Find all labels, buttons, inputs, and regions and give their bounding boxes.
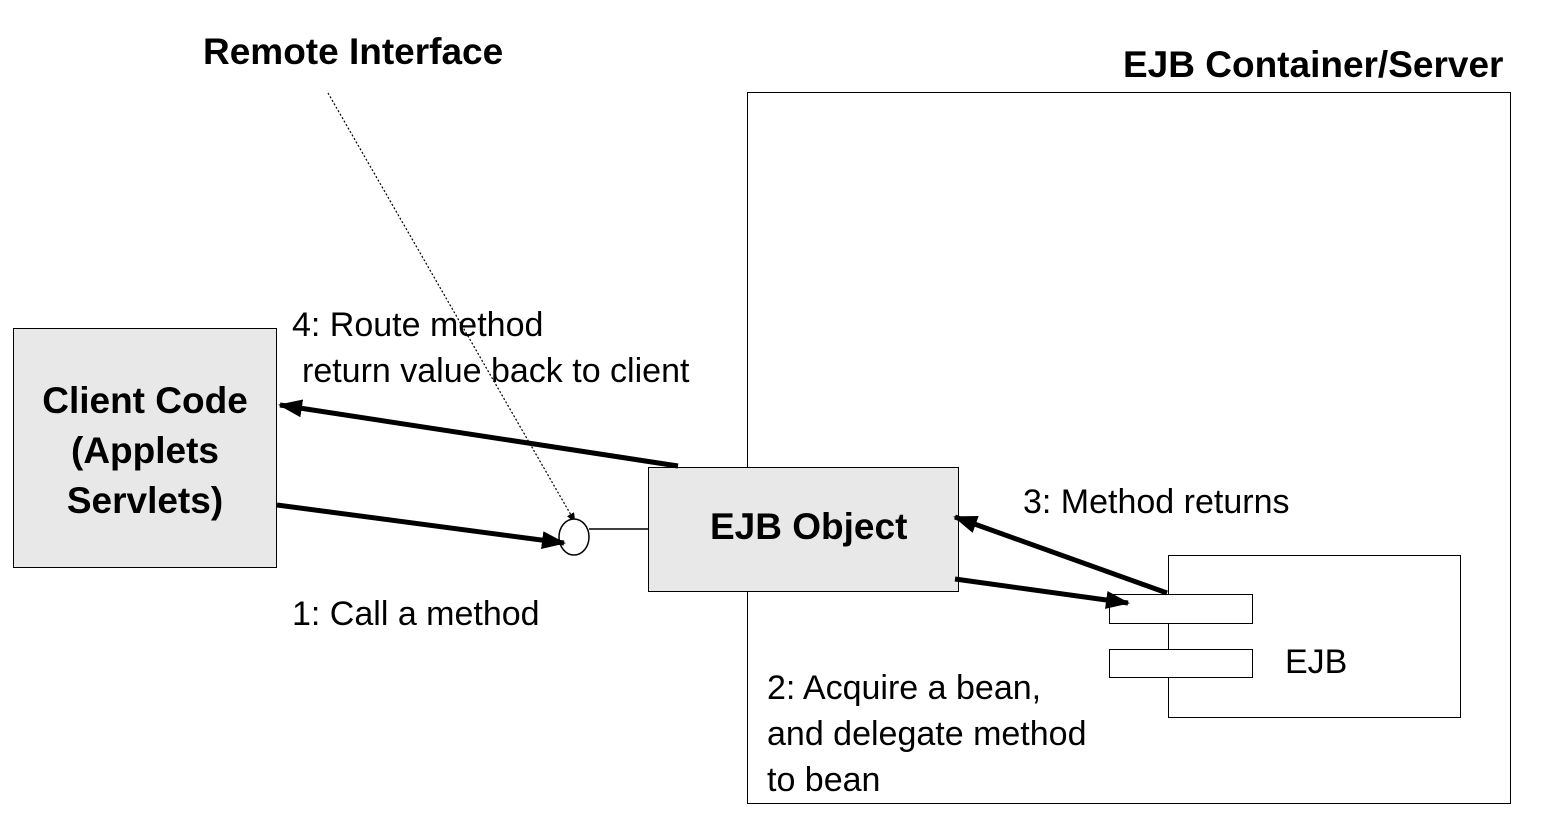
container-label: EJB Container/Server xyxy=(1123,44,1504,85)
step-2-line-3: to bean xyxy=(767,761,881,799)
remote-interface-circle xyxy=(558,518,590,556)
arrow-delegate-to-bean xyxy=(954,576,1130,609)
ejb-container-box xyxy=(747,92,1511,804)
client-code-line-2: (Applets xyxy=(71,430,219,471)
client-code-label: Client Code (Applets Servlets) xyxy=(13,376,277,526)
arrow-return-to-client xyxy=(278,399,679,469)
remote-interface-label: Remote Interface xyxy=(203,31,504,72)
ejb-object-box xyxy=(648,467,959,592)
ejb-object-label: EJB Object xyxy=(710,506,908,547)
step-4-line-1: 4: Route method xyxy=(292,306,544,344)
remote-interface-pointer xyxy=(327,92,576,523)
client-code-box xyxy=(13,328,277,568)
client-code-line-3: Servlets) xyxy=(66,480,224,521)
arrow-method-returns xyxy=(953,514,1168,596)
step-2-line-1: 2: Acquire a bean, xyxy=(767,669,1042,707)
step-1-label: 1: Call a method xyxy=(292,595,540,633)
client-code-line-1: Client Code xyxy=(42,380,248,421)
step-4-line-2: return value back to client xyxy=(302,352,690,390)
ejb-label: EJB xyxy=(1285,643,1348,681)
step-2-line-2: and delegate method xyxy=(767,715,1087,753)
ejb-bean-tab-top xyxy=(1109,594,1253,624)
arrow-call-method xyxy=(276,502,566,550)
step-3-label: 3: Method returns xyxy=(1023,483,1290,521)
step-4-label: 4: Route method return value back to cli… xyxy=(292,302,689,394)
step-2-label: 2: Acquire a bean, and delegate method t… xyxy=(767,665,1086,803)
ejb-bean-box xyxy=(1168,555,1461,718)
ejb-bean-tab-bottom xyxy=(1109,649,1253,678)
